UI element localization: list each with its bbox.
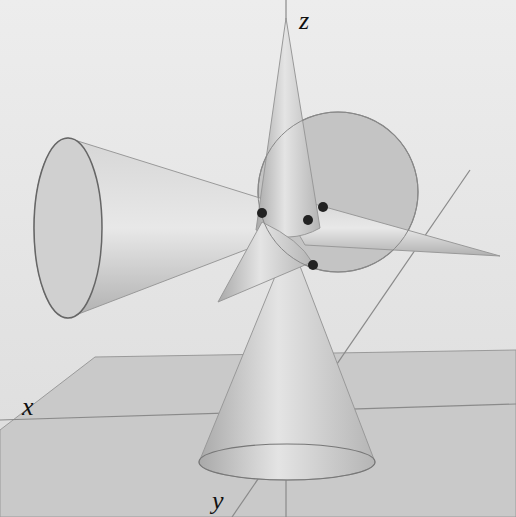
cone-base: [199, 444, 375, 480]
cone-right: [296, 200, 500, 256]
cone-up: [256, 18, 320, 237]
point: [303, 215, 313, 225]
cone-left-base: [34, 138, 102, 318]
cone-down: [199, 240, 375, 480]
cone-left: [34, 138, 292, 318]
point: [257, 208, 267, 218]
point: [308, 260, 318, 270]
intersection-points: [257, 202, 328, 270]
axis-label: x: [22, 394, 34, 420]
axis-label: y: [212, 488, 224, 514]
axis-label: z: [299, 8, 309, 34]
cone-front: [218, 222, 312, 302]
disc-outline: [258, 112, 418, 272]
point: [318, 202, 328, 212]
